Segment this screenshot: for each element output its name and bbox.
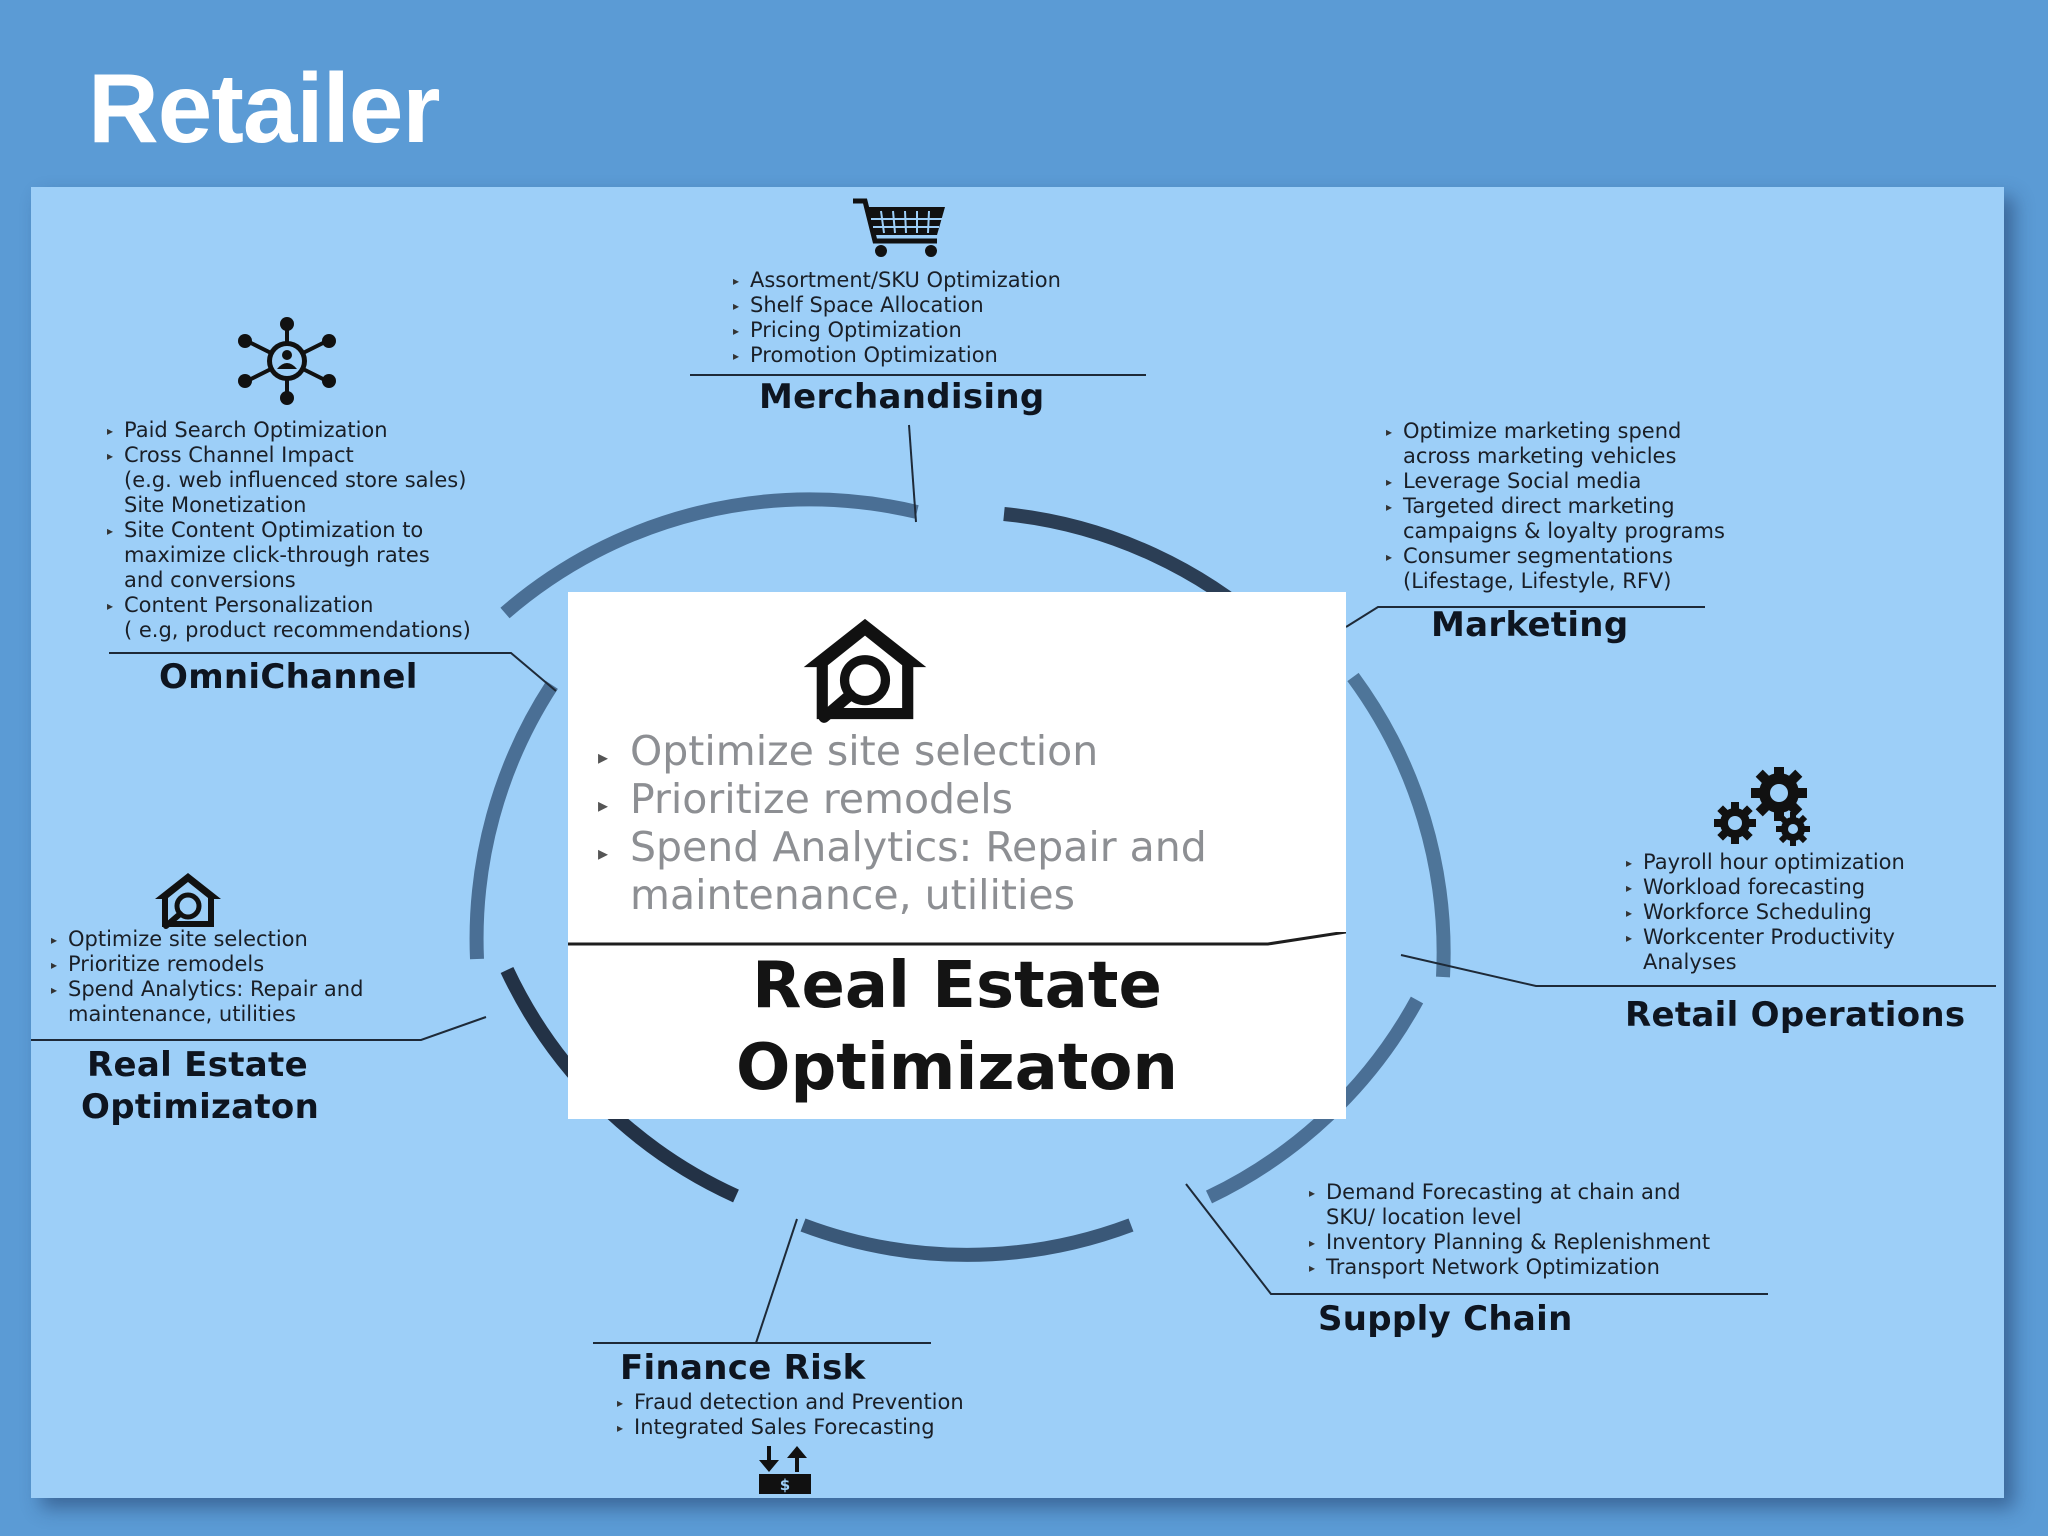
connector-omnichannel [109,652,557,692]
list-item: maintenance, utilities [68,1002,296,1026]
list-item: Workcenter Productivity [1626,925,1905,951]
list-item: Assortment/SKU Optimization [733,268,1061,294]
connector-real-estate [31,1016,487,1041]
list-item: Consumer segmentations [1386,544,1725,570]
list-item: Optimize site selection [598,727,1207,781]
list-item: Content Personalization [107,593,471,619]
network-people-icon [238,317,336,405]
list-item: Payroll hour optimization [1626,850,1905,876]
list-item: Cross Channel Impact [107,443,471,469]
list-item: maintenance, utilities [630,871,1075,919]
list-item: Fraud detection and Prevention [617,1390,964,1416]
list-item: Leverage Social media [1386,469,1725,495]
retail-operations-list: Payroll hour optimization Workload forec… [1626,850,1905,975]
list-item: SKU/ location level [1326,1205,1522,1229]
connector-marketing [1345,606,1705,628]
merchandising-title: Merchandising [759,377,1045,417]
diagram-panel: Assortment/SKU Optimization Shelf Space … [31,187,2004,1498]
list-item: Spend Analytics: Repair and [598,823,1207,877]
list-item: (Lifestage, Lifestyle, RFV) [1403,569,1672,593]
center-card-real-estate: Optimize site selection Prioritize remod… [568,592,1346,1119]
list-item: Spend Analytics: Repair and [51,977,363,1003]
list-item: Integrated Sales Forecasting [617,1415,964,1441]
center-title-line1: Real Estate [752,949,1162,1023]
list-item: Site Content Optimization to [107,518,471,544]
center-divider [568,932,1346,946]
list-item: Workforce Scheduling [1626,900,1905,926]
list-item: ( e.g, product recommendations) [124,618,471,642]
center-title: Real Estate Optimizaton [568,945,1346,1109]
svg-text:$: $ [780,1476,790,1494]
list-item: Demand Forecasting at chain and [1309,1180,1710,1206]
list-item: Prioritize remodels [51,952,363,978]
list-item: Optimize site selection [51,927,363,953]
list-item: across marketing vehicles [1403,444,1677,468]
omnichannel-list: Paid Search Optimization Cross Channel I… [107,418,471,643]
connector-supply-chain [1185,1183,1768,1295]
shopping-cart-icon [853,198,945,257]
list-item: Site Monetization [124,493,307,517]
house-search-icon [155,873,221,929]
finance-risk-title: Finance Risk [620,1348,866,1388]
connector-merchandising-drop [908,424,917,523]
list-item: Analyses [1643,950,1737,974]
list-item: maximize click-through rates [124,543,430,567]
retail-operations-title: Retail Operations [1625,995,1966,1035]
list-item: Inventory Planning & Replenishment [1309,1230,1710,1256]
ring-arc-omni [469,681,558,960]
connector-retail-ops [1400,954,1996,987]
list-item: (e.g. web influenced store sales) [124,468,467,492]
house-search-icon [803,618,927,723]
list-item: Paid Search Optimization [107,418,471,444]
ring-arc-merch [500,492,919,619]
list-item: campaigns & loyalty programs [1403,519,1725,543]
connector-finance-risk [755,1218,798,1344]
list-item: Workload forecasting [1626,875,1905,901]
gears-icon [1714,767,1810,846]
real-estate-title-line1: Real Estate [87,1045,308,1085]
slide-title: Retailer [88,53,441,163]
ring-arc-finance [800,1218,1134,1262]
list-item: Transport Network Optimization [1309,1255,1710,1281]
marketing-title: Marketing [1431,605,1629,645]
marketing-list: Optimize marketing spend across marketin… [1386,419,1725,594]
list-item: Prioritize remodels [598,775,1207,829]
list-item: Optimize marketing spend [1386,419,1725,445]
list-item: Targeted direct marketing [1386,494,1725,520]
list-item: and conversions [124,568,296,592]
real-estate-list: Optimize site selection Prioritize remod… [51,927,363,1027]
list-item: Shelf Space Allocation [733,293,1061,319]
ring-arc-retail-right [1347,672,1451,978]
real-estate-title-line2: Optimizaton [81,1087,320,1127]
supply-chain-title: Supply Chain [1318,1299,1573,1339]
list-item: Promotion Optimization [733,343,1061,369]
omnichannel-title: OmniChannel [159,657,418,697]
supply-chain-list: Demand Forecasting at chain and SKU/ loc… [1309,1180,1710,1281]
center-bullet-list: Optimize site selection Prioritize remod… [598,727,1207,919]
money-transfer-icon: $ [759,1446,811,1494]
list-item: Pricing Optimization [733,318,1061,344]
merchandising-list: Assortment/SKU Optimization Shelf Space … [733,268,1061,369]
finance-risk-list: Fraud detection and Prevention Integrate… [617,1390,964,1441]
center-title-line2: Optimizaton [736,1031,1178,1105]
